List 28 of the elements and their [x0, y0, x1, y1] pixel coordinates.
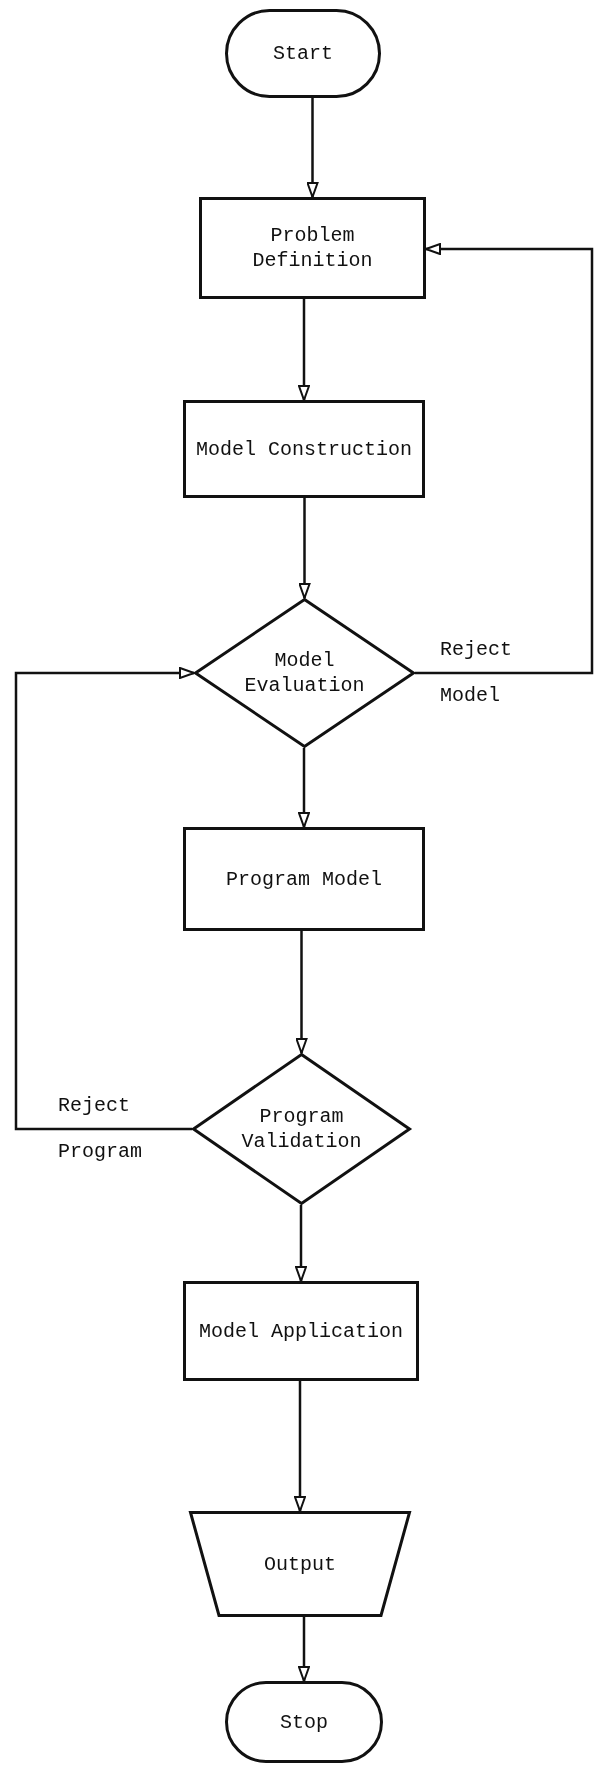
arrow — [298, 1617, 310, 1682]
node-label: Model Application — [198, 1318, 403, 1344]
process-box — [183, 827, 425, 931]
output-trapezoid — [189, 1511, 411, 1617]
decision-diamond — [192, 1053, 411, 1205]
node-label: Model Construction — [195, 436, 412, 462]
process-box — [199, 197, 426, 299]
node-label: Model Evaluation — [243, 648, 366, 698]
arrow — [295, 931, 308, 1054]
arrow — [295, 1205, 307, 1282]
arrow — [306, 98, 319, 198]
arrow — [14, 667, 195, 1131]
arrow — [415, 243, 594, 675]
edge-label: Reject Model — [440, 637, 513, 709]
process-box — [183, 400, 425, 498]
node-label: Problem Definition — [251, 223, 374, 273]
arrow — [298, 748, 310, 828]
node-label: Start — [273, 41, 333, 66]
edge-label: Reject Program — [58, 1093, 143, 1165]
arrow — [298, 498, 311, 599]
process-box — [183, 1281, 419, 1381]
node-label: Program Validation — [240, 1104, 363, 1154]
arrow — [294, 1381, 306, 1512]
node-label: Output — [264, 1551, 336, 1577]
node-label: Stop — [280, 1709, 328, 1735]
node-label: Program Model — [226, 866, 382, 892]
arrow — [298, 299, 310, 401]
decision-diamond — [194, 598, 415, 748]
